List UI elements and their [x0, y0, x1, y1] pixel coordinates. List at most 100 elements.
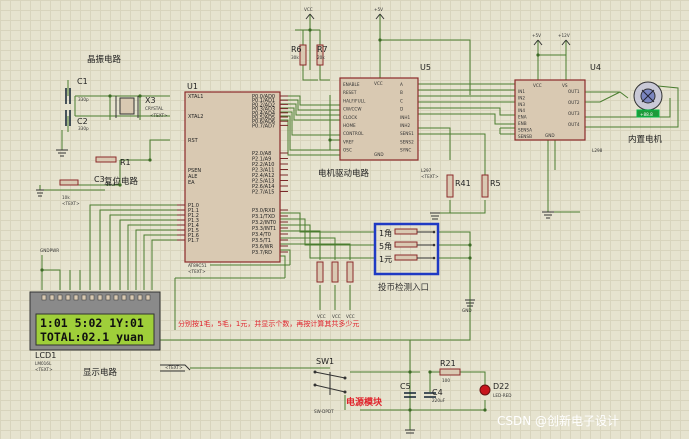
sense-resistors: R41 R5 — [446, 174, 501, 198]
mcu-port-pins: P0.0/AD0P0.1/AD1P0.2/AD2P0.3/AD3P0.4/AD4… — [177, 94, 288, 256]
coin-switch-0[interactable] — [394, 228, 418, 235]
mcu-pin-p0-3: P0.3/AD3 — [252, 107, 275, 113]
bridge-pin-right-2: OUT3 — [568, 111, 580, 116]
mcu-pin-p0-6: P0.6/AD6 — [252, 119, 275, 125]
bridge-pin-left-4: ENA — [518, 115, 527, 120]
r41-symbol — [446, 174, 454, 198]
mcu-pin-p0-2: P0.2/AD2 — [252, 102, 275, 108]
c2-value: 330p — [78, 126, 89, 131]
mcu-pin-p2-1: P2.1/A9 — [252, 157, 271, 163]
driver-pin-left-6: CONTROL — [343, 131, 364, 136]
driver-pin-right-6: SENS1 — [400, 131, 414, 136]
mcu-pin-p3-3: P3.3/INT1 — [252, 226, 276, 232]
power-module: <TEXT> SW1 SW-DPDT 电源模块 C5 C4 220uF R21 … — [160, 357, 512, 414]
lcd-display: 1:01 5:02 1Y:01 TOTAL:02.1 yuan LCD1 LM0… — [29, 291, 161, 378]
mcu-text-placeholder: <TEXT> — [188, 269, 206, 274]
c3-ref: C3 — [94, 175, 105, 184]
mcu-pin-p3-4: P3.4/T0 — [252, 232, 271, 238]
mcu-pin-psen: PSEN — [188, 168, 201, 174]
gnd-symbols: GND GNDPWR VCC VCC VCC — [36, 149, 554, 434]
capacitor-c2-symbol — [65, 110, 71, 126]
mcu-pin-p3-1: P3.1/TXD — [252, 214, 275, 220]
bridge-vs-pin: VS — [562, 83, 568, 88]
lcd-pin-9 — [113, 294, 119, 301]
vcc-label-coin-2: VCC — [332, 314, 341, 319]
mcu-pin-p2-2: P2.2/A10 — [252, 162, 274, 168]
r7-value: 20k — [317, 55, 325, 60]
mcu-pin-p1-5: P1.5 — [188, 228, 199, 234]
vcc-label: VCC — [304, 7, 313, 12]
bridge-pin-left-7: SENSB — [518, 134, 532, 139]
crystal-x3-symbol — [119, 97, 135, 115]
mcu-pin-p2-4: P2.4/A12 — [252, 173, 274, 179]
lcd-ref: LCD1 — [35, 351, 56, 360]
v5-label: +5V — [374, 7, 383, 12]
sw1-ref: SW1 — [316, 357, 334, 366]
junction-dot-9 — [468, 256, 472, 260]
driver-pin-right-2: C — [400, 98, 403, 103]
mcu-body — [184, 91, 281, 263]
wire-junctions — [40, 28, 540, 412]
c1-ref: C1 — [77, 77, 88, 86]
driver-pin-left-5: HOME — [343, 123, 356, 128]
lcd-pin-0 — [41, 294, 47, 301]
mcu-pin-p3-5: P3.5/T1 — [252, 238, 271, 244]
power-module-label: 电源模块 — [346, 396, 383, 408]
v12-terminal-bridge: +12V — [558, 33, 571, 46]
junction-dot-7 — [40, 268, 44, 272]
mcu-pin-p3-6: P3.6/WR — [252, 244, 274, 250]
mcu-pin-xtal2: XTAL2 — [188, 114, 203, 120]
crystal-circuit: C1 330p C2 330p X3 CRYSTAL <TEXT> 晶振电路 — [65, 54, 168, 131]
gndpwr-label: GNDPWR — [40, 248, 59, 253]
bridge-part: L298 — [592, 148, 603, 153]
mcu-pin-ale: ALE — [188, 174, 197, 180]
driver-text-placeholder: <TEXT> — [421, 174, 439, 179]
driver-vcc-pin: VCC — [374, 81, 383, 86]
c5-ref: C5 — [400, 382, 411, 391]
junction-dot-13 — [483, 408, 487, 412]
driver-part: L297 — [421, 168, 432, 173]
c4-value: 220uF — [432, 398, 446, 403]
r5-symbol — [481, 174, 489, 198]
mcu-pin-rst: RST — [188, 138, 199, 144]
coin-switch-2[interactable] — [394, 254, 418, 261]
sw1-symbol[interactable] — [314, 371, 346, 395]
led-part: LED-RED — [493, 393, 512, 398]
bridge-pin-right-0: OUT1 — [568, 89, 580, 94]
coin-pullup-1 — [316, 261, 324, 283]
driver-pin-right-5: INH2 — [400, 123, 411, 128]
mcu-pin-p1-0: P1.0 — [188, 203, 199, 209]
v5-terminal-bridge: +5V — [532, 33, 543, 46]
junction-dot-11 — [428, 370, 432, 374]
r41-ref: R41 — [455, 179, 471, 188]
lcd-part: LM016L — [35, 361, 52, 366]
c2-ref: C2 — [77, 117, 88, 126]
bridge-ref: U4 — [590, 63, 601, 72]
lcd-pin-12 — [137, 294, 143, 301]
bridge-u4: U4 L298 VCC VS GND IN1IN2IN3IN4ENAENBSEN… — [514, 63, 603, 153]
bridge-pin-left-1: IN2 — [518, 95, 525, 100]
bridge-pin-left-3: IN4 — [518, 108, 525, 113]
wires — [39, 14, 679, 430]
lcd-line-1: 1:01 5:02 1Y:01 — [40, 316, 144, 330]
coin-detection-label: 投币检测入口 — [378, 282, 429, 293]
bridge-vcc-pin: VCC — [533, 83, 542, 88]
mcu-pin-xtal1: XTAL1 — [188, 94, 203, 100]
coin-pullup-2 — [331, 261, 339, 283]
mcu-pin-p0-4: P0.4/AD4 — [252, 111, 275, 117]
motor-label: 内置电机 — [628, 134, 663, 145]
v5-terminal-driver: +5V — [374, 7, 385, 20]
instruction-note: 分别按1毛，5毛，1元，并显示个数，再按计算其共多少元 — [178, 319, 359, 328]
mcu-pin-p2-3: P2.3/A11 — [252, 168, 274, 174]
coin-switch-1[interactable] — [394, 241, 418, 248]
mcu-pin-p1-6: P1.6 — [188, 233, 199, 239]
driver-gnd-pin: GND — [374, 152, 384, 157]
lcd-circuit-label: 显示电路 — [83, 367, 118, 378]
driver-u5: U5 L297 <TEXT> VCC GND ENABLERESETHALF/F… — [318, 63, 439, 179]
r1-text-placeholder: <TEXT> — [62, 201, 80, 206]
junction-dot-2 — [328, 138, 332, 142]
r6-ref: R6 — [291, 45, 302, 54]
coin-pullup-3 — [346, 261, 354, 283]
